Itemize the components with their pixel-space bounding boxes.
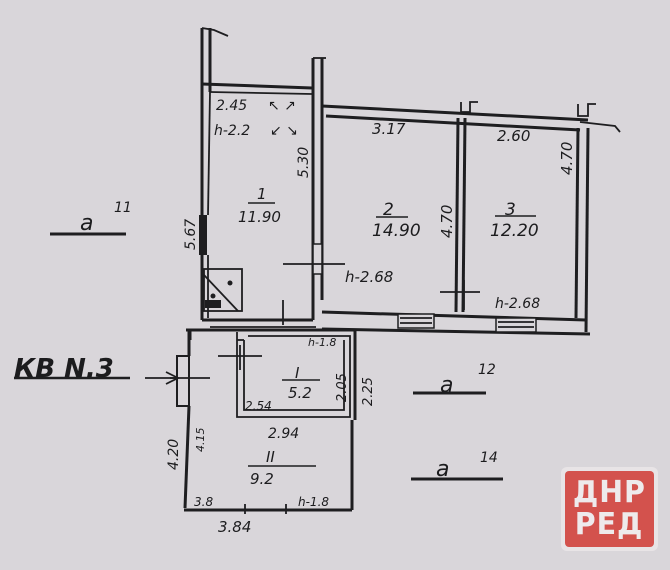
svg-text:3.8: 3.8 (194, 495, 213, 509)
walls (145, 27, 621, 514)
svg-text:14: 14 (480, 450, 498, 466)
svg-text:КВ N.3: КВ N.3 (14, 354, 114, 384)
logo-line-2: РЕД (575, 507, 644, 542)
room-2: 3.17 2 14.90 h-2.68 4.70 (345, 120, 456, 286)
svg-text:5.67: 5.67 (183, 219, 199, 250)
svg-text:14.90: 14.90 (372, 221, 421, 241)
svg-text:II: II (266, 448, 275, 466)
svg-text:4.70: 4.70 (558, 142, 576, 175)
svg-text:5.30: 5.30 (296, 147, 312, 178)
labels: a 11 a 12 a 14 КВ N.3 2.45 ↖ ↗ h-2.2 ↙ ↘… (14, 98, 576, 536)
logo-line-1: ДНР (572, 475, 646, 510)
svg-text:a: a (80, 211, 93, 236)
svg-text:11: 11 (114, 200, 132, 216)
svg-text:↖ ↗: ↖ ↗ (268, 98, 296, 114)
svg-text:2.60: 2.60 (497, 127, 530, 145)
svg-text:12: 12 (478, 362, 496, 378)
svg-text:h-2.2: h-2.2 (214, 123, 250, 139)
room-II: 2.94 II 9.2 3.8 h-1.8 3.84 4.15 4.20 (166, 426, 329, 536)
svg-text:2: 2 (383, 200, 394, 220)
logo-badge: ДНР РЕД (565, 471, 654, 547)
svg-text:2.45: 2.45 (216, 98, 247, 114)
stove-icon (203, 268, 243, 312)
wall-break (201, 27, 229, 37)
door-1-2 (312, 243, 323, 275)
room-1: 2.45 ↖ ↗ h-2.2 ↙ ↘ 1 11.90 5.30 5.67 (183, 98, 312, 250)
svg-text:3.84: 3.84 (218, 518, 251, 536)
svg-text:2.25: 2.25 (361, 377, 376, 406)
svg-text:5.2: 5.2 (288, 384, 312, 402)
svg-text:1: 1 (257, 185, 267, 203)
svg-text:h-1.8: h-1.8 (298, 495, 329, 509)
svg-text:9.2: 9.2 (250, 470, 274, 488)
svg-text:I: I (295, 364, 300, 382)
zone-a11: a 11 (50, 200, 132, 236)
zone-a14: a 14 (411, 450, 503, 482)
svg-text:h-2.68: h-2.68 (345, 268, 393, 286)
svg-text:h-1.8: h-1.8 (308, 336, 336, 349)
svg-text:3: 3 (505, 200, 516, 220)
zone-a12: a 12 (413, 362, 496, 398)
svg-text:4.70: 4.70 (438, 205, 456, 238)
watermark-logo: ДНР РЕД (561, 467, 658, 551)
svg-text:2.05: 2.05 (335, 373, 350, 402)
svg-text:↙ ↘: ↙ ↘ (270, 123, 298, 139)
svg-text:12.20: 12.20 (490, 221, 539, 241)
svg-text:3.17: 3.17 (372, 120, 406, 138)
svg-text:h-2.68: h-2.68 (495, 296, 540, 312)
svg-text:2.54: 2.54 (245, 399, 272, 413)
room-3: 2.60 3 12.20 h-2.68 4.70 (490, 127, 576, 312)
apartment-label: КВ N.3 (14, 354, 130, 384)
svg-text:4.15: 4.15 (194, 428, 207, 453)
svg-text:2.94: 2.94 (268, 426, 299, 442)
svg-text:11.90: 11.90 (238, 208, 281, 226)
svg-text:a: a (436, 457, 449, 482)
room-I: h-1.8 I 5.2 2.54 2.05 2.25 (245, 336, 376, 413)
room1-top-wall (201, 82, 313, 90)
window-room2 (397, 313, 435, 329)
window-left (199, 215, 207, 255)
room1-top-wall-inner (209, 91, 313, 95)
entrance-door (176, 355, 190, 407)
svg-text:4.20: 4.20 (166, 439, 182, 470)
window-room3 (495, 317, 537, 333)
